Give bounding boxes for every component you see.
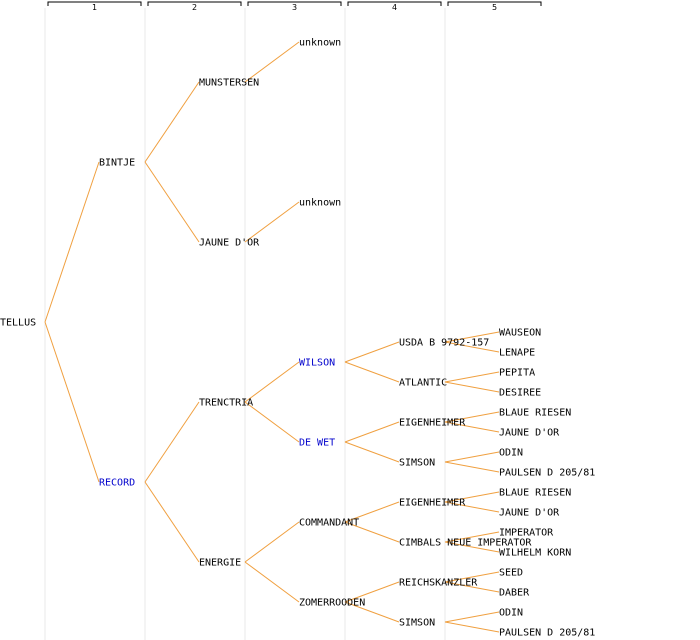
lineage-edge <box>344 341 400 363</box>
lineage-edge <box>444 341 500 353</box>
lineage-edge <box>444 571 500 583</box>
ancestor-label[interactable]: WILSON <box>299 358 335 369</box>
lineage-edge <box>44 321 100 483</box>
ancestor-label[interactable]: BINTJE <box>99 158 135 169</box>
lineage-edge <box>444 421 500 433</box>
ancestor-label[interactable]: ATLANTIC <box>399 378 447 389</box>
lineage-edge <box>244 521 300 563</box>
lineage-edge <box>344 441 400 463</box>
ancestor-label[interactable]: DE WET <box>299 438 335 449</box>
lineage-edge <box>444 541 500 553</box>
lineage-edge <box>444 371 500 383</box>
lineage-edge <box>444 621 500 633</box>
generation-ruler <box>447 1 542 6</box>
ancestor-label[interactable]: SEED <box>499 568 523 579</box>
generation-number: 4 <box>392 3 397 12</box>
ancestor-label[interactable]: WAUSEON <box>499 328 541 339</box>
ancestor-label[interactable]: EIGENHEIMER <box>399 418 466 429</box>
lineage-edge <box>444 381 500 393</box>
ancestor-label[interactable]: USDA B 9792-157 <box>399 338 489 349</box>
lineage-edge <box>444 411 500 423</box>
lineage-edge <box>344 501 400 523</box>
ancestor-label[interactable]: unknown <box>299 198 341 209</box>
ancestor-label[interactable]: SIMSON <box>399 618 435 629</box>
ancestor-label[interactable]: EIGENHEIMER <box>399 498 466 509</box>
ancestor-label[interactable]: RECORD <box>99 478 135 489</box>
lineage-edge <box>244 201 300 243</box>
generation-ruler <box>47 1 142 6</box>
lineage-edge <box>444 501 500 513</box>
ancestor-label[interactable]: PAULSEN D 205/81 <box>499 468 595 479</box>
generation-ruler <box>247 1 342 6</box>
ancestor-label[interactable]: WILHELM KORN <box>499 548 571 559</box>
ancestor-label[interactable]: ODIN <box>499 608 523 619</box>
ancestor-label[interactable]: ZOMERROODEN <box>299 598 365 609</box>
lineage-edge <box>144 401 200 483</box>
ancestor-label[interactable]: LENAPE <box>499 348 535 359</box>
generation-ruler <box>347 1 442 6</box>
lineage-edge <box>344 581 400 603</box>
lineage-edge <box>344 521 400 543</box>
lineage-edge <box>244 561 300 603</box>
ancestor-label[interactable]: JAUNE D'OR <box>199 238 260 249</box>
ancestor-label[interactable]: DESIREE <box>499 388 541 399</box>
generation-number: 3 <box>292 3 297 12</box>
ancestor-label[interactable]: BLAUE RIESEN <box>499 408 571 419</box>
lineage-edge <box>444 461 500 473</box>
generation-ruler <box>147 1 242 6</box>
lineage-edge <box>244 361 300 403</box>
ancestor-label[interactable]: unknown <box>299 38 341 49</box>
ancestor-label[interactable]: DABER <box>499 588 530 599</box>
root-variety-label[interactable]: TELLUS <box>0 318 36 329</box>
lineage-edge <box>444 531 500 543</box>
lineage-edge <box>444 491 500 503</box>
ancestor-label[interactable]: JAUNE D'OR <box>499 508 560 519</box>
lineage-edge <box>444 581 500 593</box>
lineage-edge <box>144 161 200 243</box>
ancestor-label[interactable]: JAUNE D'OR <box>499 428 560 439</box>
ancestor-label[interactable]: ODIN <box>499 448 523 459</box>
ancestor-label[interactable]: PEPITA <box>499 368 535 379</box>
generation-number: 2 <box>192 3 197 12</box>
ancestor-label[interactable]: PAULSEN D 205/81 <box>499 628 595 639</box>
lineage-edge <box>244 41 300 83</box>
generation-number: 5 <box>492 3 497 12</box>
ancestor-label[interactable]: REICHSKANZLER <box>399 578 478 589</box>
ancestor-label[interactable]: COMMANDANT <box>299 518 359 529</box>
lineage-edge <box>144 481 200 563</box>
ancestor-label[interactable]: IMPERATOR <box>499 528 554 539</box>
ancestor-label[interactable]: ENERGIE <box>199 558 241 569</box>
lineage-edge <box>344 421 400 443</box>
lineage-edge <box>444 451 500 463</box>
ancestor-label[interactable]: MUNSTERSEN <box>199 78 259 89</box>
lineage-edge <box>244 401 300 443</box>
ancestor-label[interactable]: CIMBALS NEUE IMPERATOR <box>399 538 532 549</box>
lineage-edge <box>144 81 200 163</box>
lineage-edge <box>344 361 400 383</box>
ancestor-label[interactable]: SIMSON <box>399 458 435 469</box>
lineage-edge <box>444 331 500 343</box>
lineage-edge <box>344 601 400 623</box>
lineage-edge <box>444 611 500 623</box>
generation-number: 1 <box>92 3 97 12</box>
ancestor-label[interactable]: BLAUE RIESEN <box>499 488 571 499</box>
lineage-edge <box>44 161 100 323</box>
ancestor-label[interactable]: TRENCTRIA <box>199 398 253 409</box>
